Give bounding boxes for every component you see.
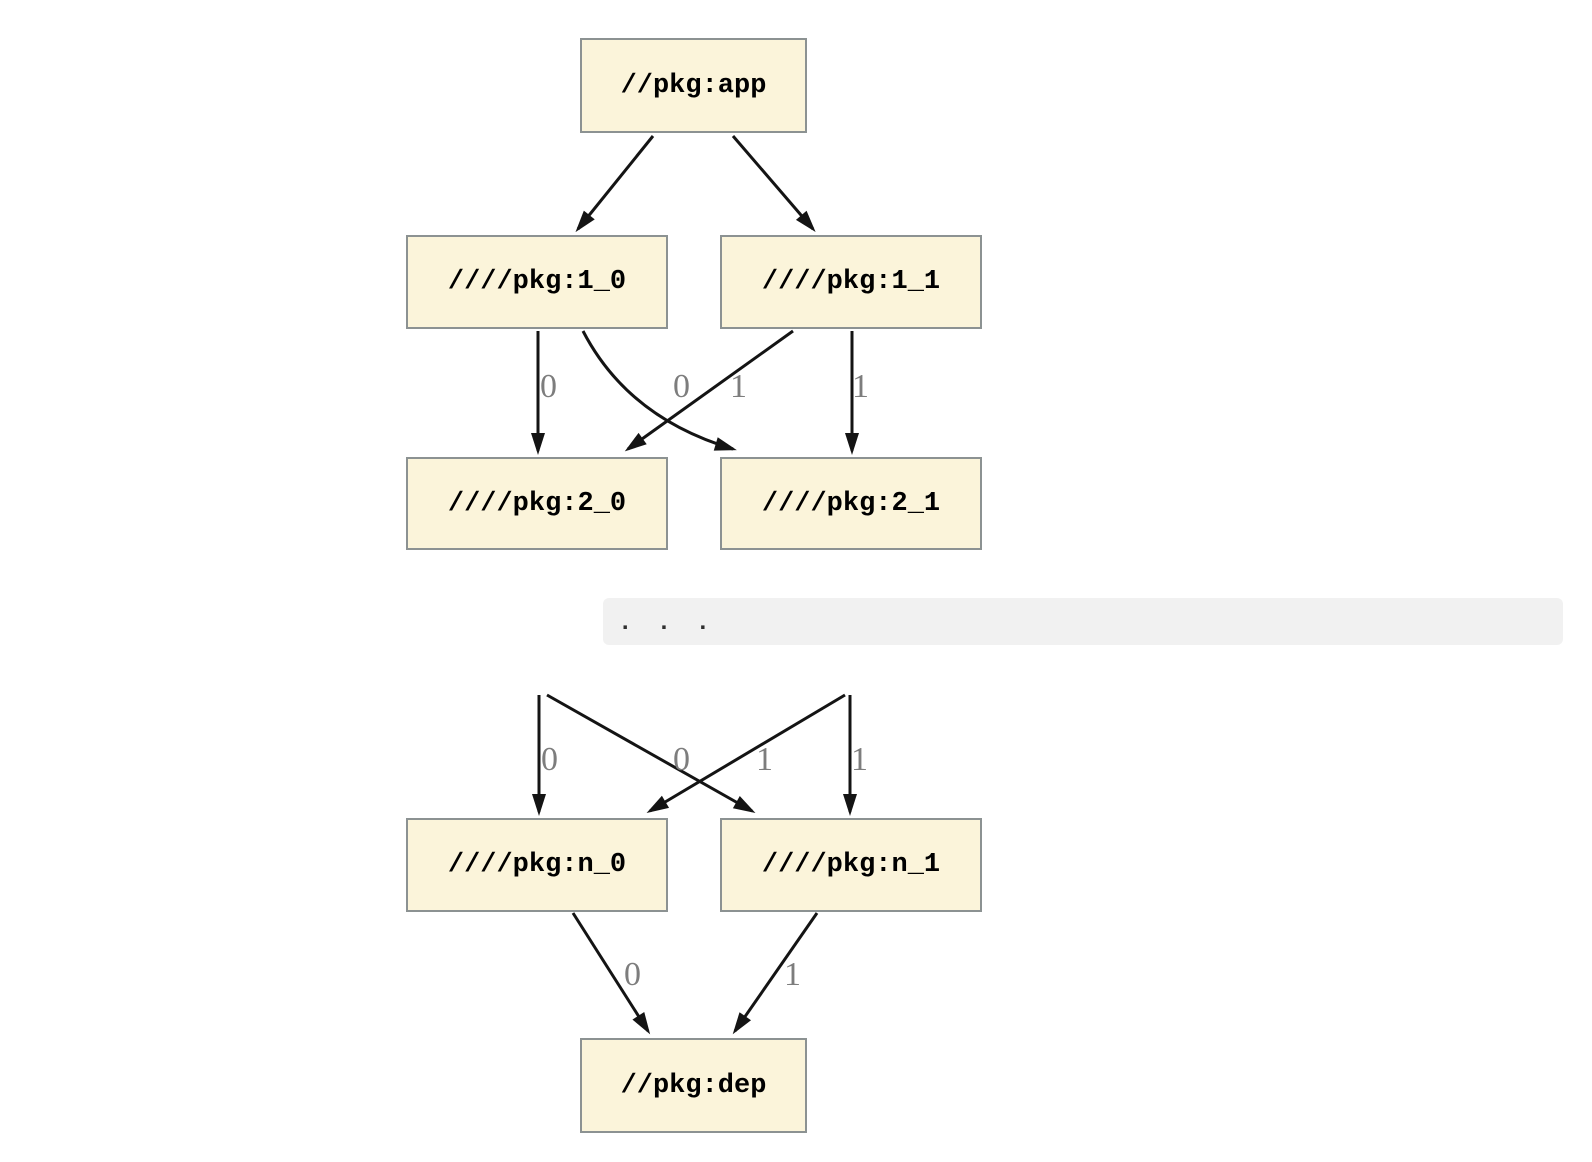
edge-app-1_0	[575, 135, 655, 233]
ellipsis-band: . . .	[603, 598, 1563, 645]
node-pkg-1-1: ////pkg:1_1	[720, 235, 982, 329]
node-label: ////pkg:2_0	[447, 488, 627, 519]
edge-label: 1	[784, 956, 801, 993]
node-pkg-dep: //pkg:dep	[580, 1038, 807, 1133]
ellipsis-dots: . . .	[618, 610, 716, 637]
edge-label: 1	[852, 368, 869, 405]
edge-1_0-2_1	[581, 330, 737, 451]
edge-ellipsis-n_1-cross	[546, 693, 756, 813]
node-label: ////pkg:1_1	[761, 267, 941, 297]
node-pkg-1-0: ////pkg:1_0	[406, 235, 668, 329]
edge-label: 1	[730, 368, 747, 405]
node-pkg-n-1: ////pkg:n_1	[720, 818, 982, 912]
node-pkg-n-0: ////pkg:n_0	[406, 818, 668, 912]
edge-label: 0	[673, 368, 690, 405]
edge-n_1-dep	[732, 912, 819, 1035]
edge-label: 1	[756, 741, 773, 778]
edge-label: 0	[673, 741, 690, 778]
edge-app-1_1	[731, 135, 816, 233]
edge-label: 0	[540, 368, 557, 405]
edge-label: 0	[541, 741, 558, 778]
node-label: ////pkg:n_0	[447, 850, 627, 880]
node-label: //pkg:dep	[620, 1070, 767, 1101]
node-label: ////pkg:1_0	[447, 267, 627, 297]
edge-label: 0	[624, 956, 641, 993]
edge-label: 1	[851, 741, 868, 778]
node-pkg-2-1: ////pkg:2_1	[720, 457, 982, 550]
node-label: ////pkg:2_1	[761, 488, 941, 519]
node-pkg-2-0: ////pkg:2_0	[406, 457, 668, 550]
node-label: ////pkg:n_1	[761, 850, 941, 880]
node-pkg-app: //pkg:app	[580, 38, 807, 133]
node-label: //pkg:app	[620, 70, 767, 101]
edge-1_1-2_0	[624, 329, 794, 452]
